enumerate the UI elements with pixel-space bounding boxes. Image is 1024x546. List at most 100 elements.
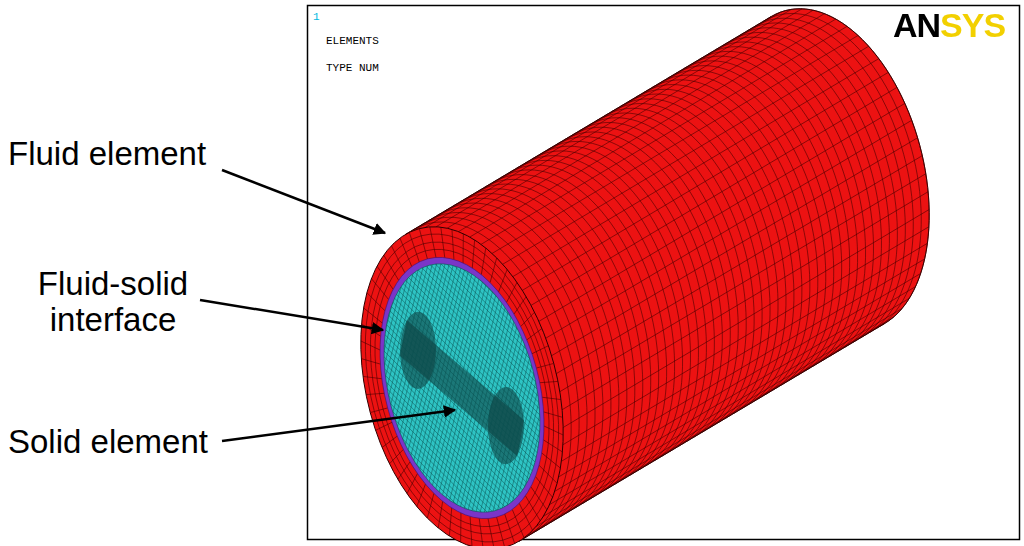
mesh-ring [676,66,834,381]
mesh-line [508,358,564,546]
mesh-generator [563,227,929,445]
mesh-line [404,244,556,396]
mesh-line [375,224,431,432]
mesh-line [374,358,526,510]
mesh-ring [580,122,738,437]
front-face [310,180,614,546]
mesh-line [495,344,551,546]
mesh-generator [531,87,897,305]
mesh-line [448,298,504,506]
mesh-ring [747,23,905,338]
mesh-generator [562,192,928,410]
mesh-generator [556,156,922,374]
mesh-line [364,394,516,546]
mesh-generator [550,287,916,505]
part-label: Fluid-solid interface [8,266,218,339]
leader-arrow [222,170,385,233]
mesh-generator [522,72,888,290]
mesh-ring [596,113,754,428]
mesh-ring [556,137,714,452]
mesh-line [397,271,549,423]
mesh-ring [636,89,794,404]
mesh-ring [340,222,583,546]
mesh-line [481,331,537,539]
mesh-line [387,308,539,460]
mesh-line [388,303,540,455]
mesh-line [409,226,561,378]
ansys-logo-box: ANSYS [893,7,1005,44]
mesh-line [410,221,562,373]
part-label-box: Fluid element [8,136,206,172]
mesh-generator [513,59,879,277]
mesh-ring [692,56,850,371]
mesh-generator [539,103,905,321]
mesh-line [389,299,541,451]
mesh-line [405,240,557,392]
mesh-line [405,254,461,462]
mesh-line [395,244,451,452]
mesh-line [411,261,467,469]
window-number-box: 1 [313,11,320,23]
mesh-line [471,321,527,529]
part-label: Solid element [8,424,208,460]
mesh-line [376,349,528,501]
mesh-ring [668,70,826,385]
mesh-line [398,248,454,456]
mesh-generator [436,9,802,227]
mesh-ring [731,32,889,347]
mesh-line [382,326,534,478]
mesh-line [501,351,557,546]
part-label-box: Fluid-solid interface [8,266,218,339]
mesh-line [475,324,531,532]
mesh-line [400,258,552,410]
mesh-line [385,234,441,442]
mesh-generator [503,46,869,264]
mesh-line [412,212,564,364]
leader-lines [200,170,455,441]
mesh-ring [334,212,591,546]
mesh-ring [540,146,698,461]
mesh-generator [560,174,926,392]
interface-ring [353,239,571,537]
mesh-generator [552,138,918,356]
mesh-line [465,314,521,522]
mesh-line [385,317,537,469]
mesh-ring [660,75,818,390]
ansys-logo: ANSYS [893,7,1005,44]
mesh-ring [564,132,722,447]
mesh-generator [555,273,921,491]
mesh-line [394,281,546,433]
mesh-line [415,264,471,472]
mesh-line [505,354,561,546]
mesh-line [391,294,543,446]
mesh-line [363,399,515,546]
mesh-generator [458,14,824,232]
mesh-line [383,322,535,474]
mesh-line [369,376,521,528]
mesh-ring [739,28,897,343]
mesh-ring [604,108,762,423]
mesh-line [359,413,511,546]
mesh-line [370,372,522,524]
mesh-line [406,235,558,387]
mesh-line [395,276,547,428]
mesh-line [386,312,538,464]
mesh-ring [763,13,921,328]
mesh-line [408,230,560,382]
mesh-line [362,211,418,419]
mesh-ring [771,9,929,324]
mesh-line [428,278,484,486]
mesh-generator [425,9,791,227]
mesh-line [425,274,481,482]
mesh-line [366,385,518,537]
mesh-line [399,262,551,414]
mesh-generator [528,317,894,535]
mesh-line [371,221,427,429]
fluid-region [328,204,597,546]
mesh-line [375,353,527,505]
mesh-line [451,301,507,509]
cylinder-edge [519,323,885,541]
mesh-line [365,214,421,422]
mesh-generator [470,19,836,237]
mesh-line [468,318,524,526]
